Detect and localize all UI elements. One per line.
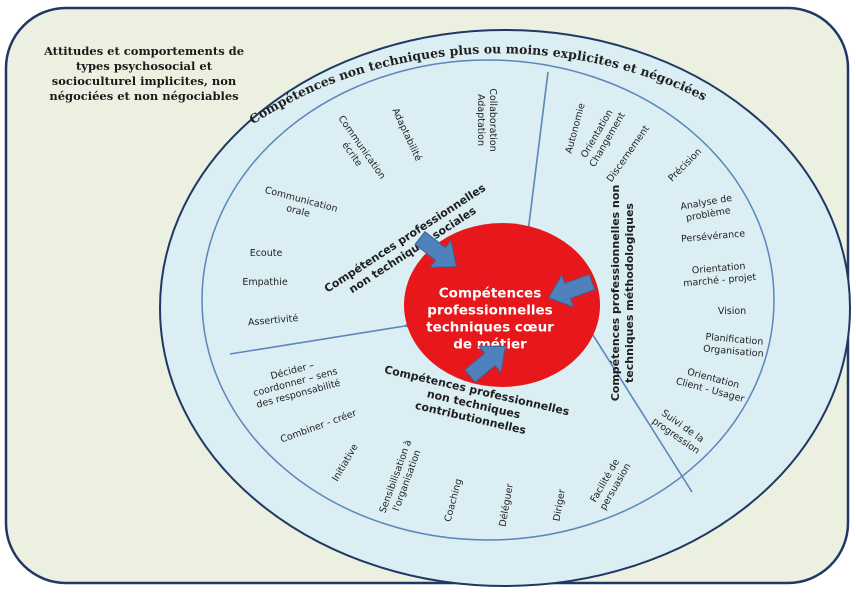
arrow-shape bbox=[414, 230, 457, 268]
section-label-methodologiques-line: techniques méthodologiques bbox=[623, 203, 636, 383]
skill-label-sociales: Empathie bbox=[242, 277, 287, 288]
skill-label-methodologiques-line: Vision bbox=[718, 306, 746, 317]
arrow-shape bbox=[548, 273, 596, 308]
skill-label-methodologiques-line: Orientation bbox=[691, 261, 745, 277]
core-text-line: techniques cœur bbox=[426, 319, 554, 335]
corner-note-line: Attitudes et comportements de bbox=[43, 44, 245, 58]
skill-label-sociales-line: Adaptation bbox=[475, 94, 486, 146]
core-text-line: de métier bbox=[453, 336, 527, 352]
skill-label-sociales: Ecoute bbox=[250, 248, 283, 259]
corner-note-line: négociées et non négociables bbox=[49, 89, 239, 103]
arrows bbox=[414, 230, 596, 383]
skill-label-sociales-line: Assertivité bbox=[248, 313, 299, 328]
corner-note: Attitudes et comportements de types psyc… bbox=[28, 44, 260, 104]
skill-label-sociales: Assertivité bbox=[248, 313, 299, 328]
skill-label-methodologiques: PlanificationOrganisation bbox=[703, 332, 765, 360]
corner-note-line: types psychosocial et bbox=[75, 59, 213, 73]
skill-label-sociales-line: Ecoute bbox=[250, 248, 283, 259]
skill-label-methodologiques-line: Organisation bbox=[703, 344, 764, 360]
divider-line bbox=[229, 325, 406, 355]
skill-label-methodologiques: Vision bbox=[718, 306, 746, 317]
corner-note-line: socioculturel implicites, non bbox=[51, 74, 237, 88]
skill-label-sociales-line: Empathie bbox=[242, 277, 287, 288]
section-label-methodologiques: Compétences professionnelles nontechniqu… bbox=[609, 185, 636, 402]
divider-line bbox=[527, 71, 549, 233]
core-text-line: professionnelles bbox=[427, 302, 552, 318]
skill-label-sociales: CollaborationAdaptation bbox=[475, 88, 498, 151]
section-label-methodologiques-line: Compétences professionnelles non bbox=[609, 185, 622, 402]
skill-label-methodologiques-line: Planification bbox=[705, 332, 764, 348]
arrow-shape bbox=[464, 345, 506, 383]
core-text-line: Compétences bbox=[439, 285, 541, 301]
skill-label-sociales-line: Collaboration bbox=[487, 88, 498, 151]
